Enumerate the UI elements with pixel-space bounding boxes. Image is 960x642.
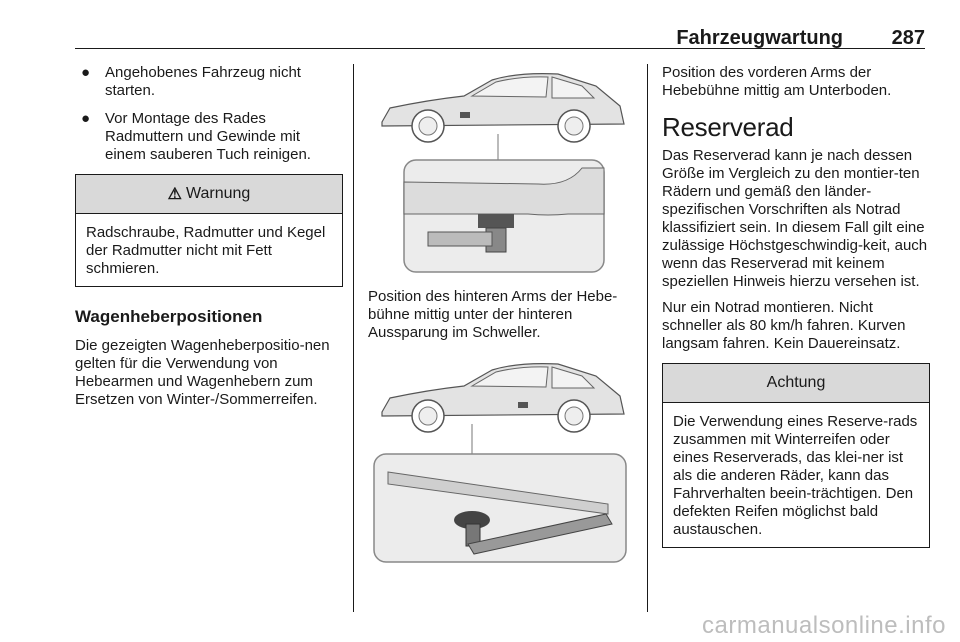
front-lift-point-illustration bbox=[373, 363, 627, 563]
column-divider-2 bbox=[647, 64, 648, 612]
warning-header: ⚠ Warnung bbox=[76, 175, 342, 214]
column-middle: Position des hinteren Arms der Hebe-bühn… bbox=[368, 64, 636, 578]
bullet-dot-icon: ● bbox=[81, 64, 91, 81]
watermark: carmanualsonline.info bbox=[702, 612, 946, 639]
page-header: Fahrzeugwartung 287 bbox=[75, 24, 925, 49]
front-lift-caption: Position des vorderen Arms der Hebebühne… bbox=[662, 64, 892, 99]
bullet-item: ● Vor Montage des Rades Radmuttern und G… bbox=[75, 110, 343, 164]
warning-text: Radschraube, Radmutter und Kegel der Rad… bbox=[86, 224, 326, 277]
jack-positions-paragraph: Die gezeigten Wagenheberpositio-nen gelt… bbox=[75, 337, 330, 408]
warning-title: Warnung bbox=[186, 185, 251, 202]
bullet-item: ● Angehobenes Fahrzeug nicht starten. bbox=[75, 64, 343, 100]
bullet-text: Angehobenes Fahrzeug nicht starten. bbox=[105, 64, 301, 99]
jack-positions-heading: Wagenheberpositionen bbox=[75, 307, 263, 326]
column-left: ● Angehobenes Fahrzeug nicht starten. ● … bbox=[75, 64, 343, 417]
column-divider-1 bbox=[353, 64, 354, 612]
spare-wheel-paragraph-1: Das Reserverad kann je nach dessen Größe… bbox=[662, 147, 928, 290]
spare-wheel-heading: Reserverad bbox=[662, 112, 794, 142]
spare-wheel-paragraph-2: Nur ein Notrad montieren. Nicht schnelle… bbox=[662, 299, 906, 352]
rear-lift-point-illustration bbox=[381, 73, 625, 273]
bullet-dot-icon: ● bbox=[81, 110, 91, 127]
section-title: Fahrzeugwartung bbox=[676, 27, 843, 49]
caution-title: Achtung bbox=[766, 374, 826, 391]
page-number: 287 bbox=[891, 27, 925, 49]
rear-lift-caption: Position des hinteren Arms der Hebe-bühn… bbox=[368, 288, 618, 341]
caution-header: Achtung bbox=[663, 364, 929, 403]
column-right: Position des vorderen Arms der Hebebühne… bbox=[662, 64, 930, 548]
caution-text: Die Verwendung eines Reserve-rads zusamm… bbox=[673, 413, 918, 538]
bullet-text: Vor Montage des Rades Radmuttern und Gew… bbox=[105, 110, 311, 163]
warning-triangle-icon: ⚠ bbox=[167, 186, 182, 203]
warning-box: ⚠ Warnung Radschraube, Radmutter und Keg… bbox=[75, 174, 343, 287]
caution-box: Achtung Die Verwendung eines Reserve-rad… bbox=[662, 363, 930, 548]
